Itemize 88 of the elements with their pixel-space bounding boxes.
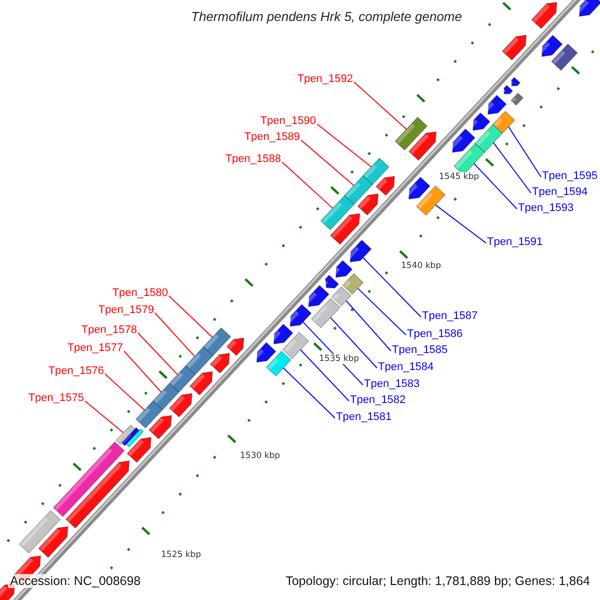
gene-feature xyxy=(509,76,520,86)
gene-feature xyxy=(18,510,61,554)
gene-label: Tpen_1589 xyxy=(244,131,300,144)
gene-feature xyxy=(320,194,355,230)
leader-line xyxy=(357,288,406,336)
gene-feature xyxy=(322,274,339,288)
leader-line xyxy=(474,163,518,210)
gene-label: Tpen_1578 xyxy=(81,324,137,337)
leader-line xyxy=(508,126,542,178)
scale-label: 1535 kbp xyxy=(318,354,360,364)
gene-label: Tpen_1592 xyxy=(297,73,353,86)
gene-feature xyxy=(332,286,352,306)
gene-label: Tpen_1595 xyxy=(542,170,598,183)
gene-feature xyxy=(116,424,136,445)
map-title: Thermofilum pendens Hrk 5, complete genome xyxy=(191,9,462,24)
gene-feature xyxy=(185,346,214,376)
gene-label: Tpen_1581 xyxy=(336,411,392,424)
gene-feature xyxy=(474,124,503,153)
leader-line xyxy=(168,296,213,338)
scale-label: 1525 kbp xyxy=(160,550,202,560)
genome-summary-text: Topology: circular; Length: 1,781,889 bp; Genes: 1,864 xyxy=(284,574,592,588)
leader-line xyxy=(362,257,422,318)
gene-feature xyxy=(344,175,373,205)
gene-feature xyxy=(210,352,230,374)
gene-feature xyxy=(169,393,192,418)
gene-feature xyxy=(357,194,379,216)
gene-feature xyxy=(148,415,172,440)
gene-feature xyxy=(492,110,516,134)
gene-feature xyxy=(311,298,340,328)
scale-label: 1545 kbp xyxy=(438,172,480,182)
gene-label: Tpen_1584 xyxy=(378,361,434,374)
gene-label: Tpen_1587 xyxy=(422,310,478,323)
leader-line xyxy=(282,162,334,209)
gene-label: Tpen_1593 xyxy=(518,202,574,215)
gene-feature xyxy=(203,327,232,356)
gene-feature xyxy=(190,371,213,396)
gene-label: Tpen_1585 xyxy=(392,344,448,357)
gene-feature xyxy=(282,332,310,359)
gene-label: Tpen_1591 xyxy=(487,236,543,249)
leader-line xyxy=(154,312,196,357)
gene-feature xyxy=(408,131,436,161)
gene-feature xyxy=(53,441,125,517)
leader-line xyxy=(493,142,532,194)
gene-label: Tpen_1576 xyxy=(48,365,104,378)
gene-feature xyxy=(330,213,360,245)
leader-line xyxy=(346,300,392,352)
gene-label: Tpen_1594 xyxy=(532,186,588,199)
scale-label: 1540 kbp xyxy=(400,261,442,271)
leader-line xyxy=(104,374,145,411)
gene-feature xyxy=(394,116,428,151)
gene-feature xyxy=(152,382,180,410)
gene-feature xyxy=(502,34,527,60)
gene-feature xyxy=(342,273,364,295)
leader-line xyxy=(300,140,354,186)
leader-line xyxy=(124,350,162,393)
gene-label: Tpen_1590 xyxy=(260,115,316,128)
gene-feature xyxy=(362,158,390,185)
leader-line xyxy=(138,332,178,376)
gene-feature xyxy=(38,526,68,558)
gene-feature xyxy=(266,350,292,377)
gene-feature xyxy=(510,92,524,106)
gene-feature xyxy=(531,2,558,30)
gene-feature xyxy=(122,427,140,446)
leader-line xyxy=(316,124,372,168)
gene-feature xyxy=(126,437,152,463)
gene-feature xyxy=(502,84,513,94)
gene-label: Tpen_1579 xyxy=(98,304,154,317)
leader-line xyxy=(282,368,336,418)
gene-label: Tpen_1583 xyxy=(364,378,420,391)
gene-feature xyxy=(126,428,144,448)
gene-label: Tpen_1577 xyxy=(67,342,123,355)
leader-line xyxy=(300,349,350,402)
leader-line xyxy=(330,317,378,368)
gene-label: Tpen_1586 xyxy=(407,328,463,341)
leader-line xyxy=(354,82,407,130)
gene-feature xyxy=(376,176,395,196)
gene-label: Tpen_1575 xyxy=(28,392,84,405)
gene-label: Tpen_1588 xyxy=(225,153,281,166)
gene-feature xyxy=(65,460,130,529)
gene-label: Tpen_1580 xyxy=(112,287,168,300)
gene-feature xyxy=(551,44,578,71)
gene-feature xyxy=(136,400,163,428)
leader-line xyxy=(435,204,486,244)
gene-feature xyxy=(416,185,446,216)
gene-label: Tpen_1582 xyxy=(350,394,406,407)
gene-feature xyxy=(168,365,196,393)
scale-label: 1530 kbp xyxy=(239,451,282,461)
gene-feature xyxy=(226,338,244,356)
